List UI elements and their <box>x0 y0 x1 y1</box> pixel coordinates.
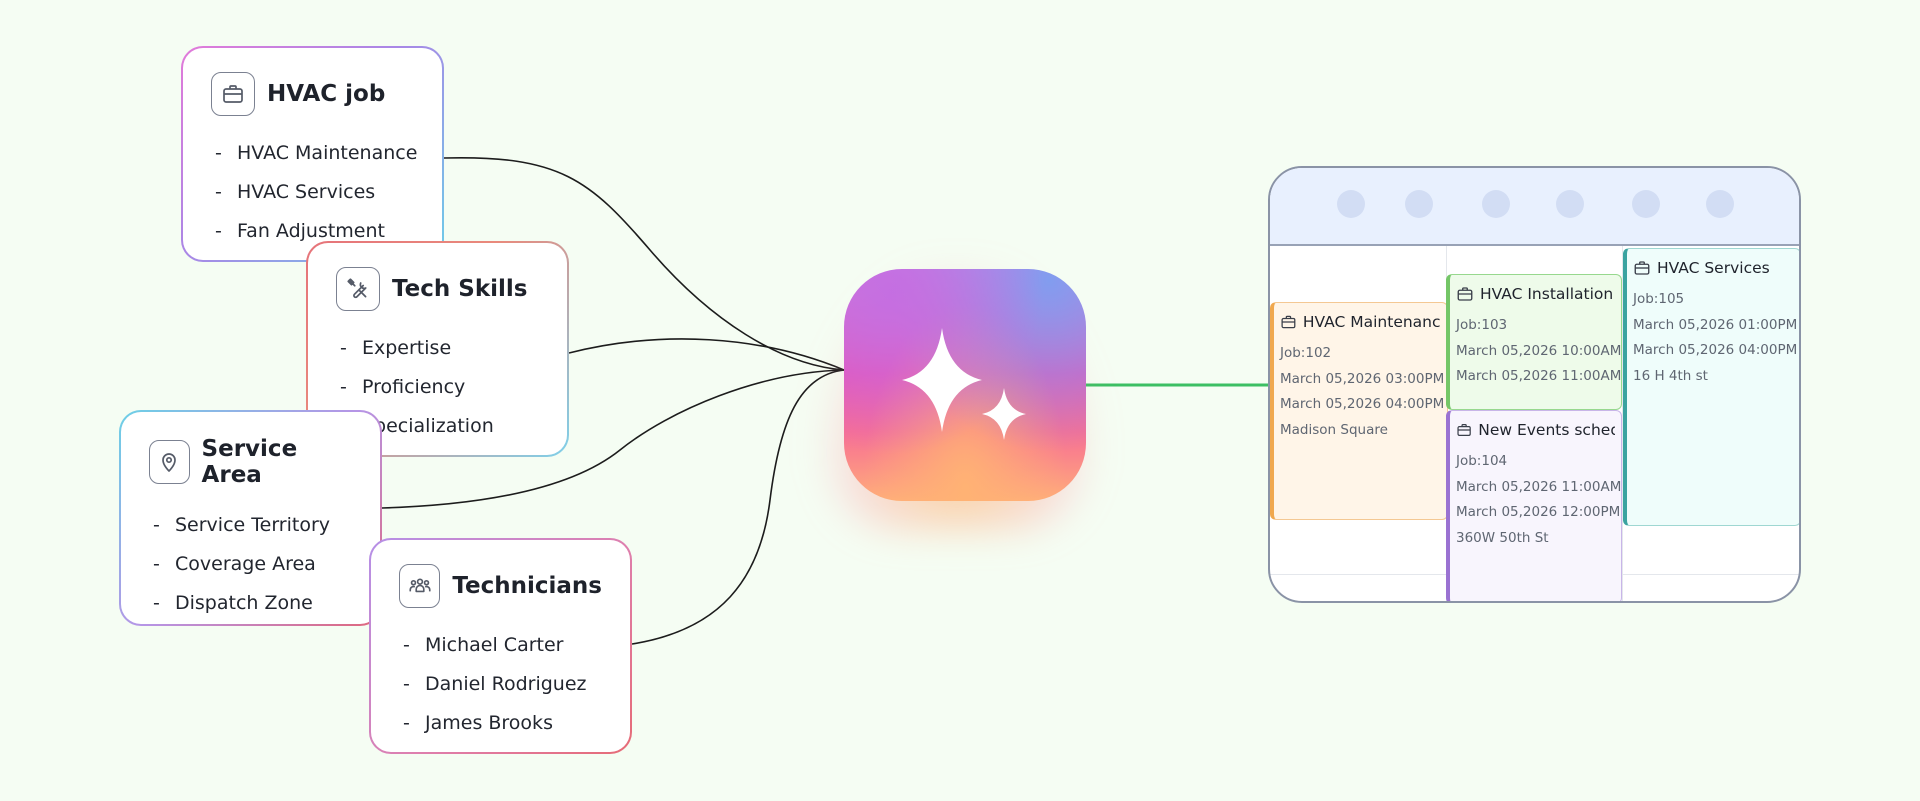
ai-hub[interactable] <box>844 269 1086 501</box>
connector-technicians <box>631 369 845 645</box>
card-header: HVAC job <box>211 72 414 116</box>
calendar-header <box>1270 168 1799 246</box>
briefcase-icon <box>211 72 255 116</box>
calendar-header-dot <box>1405 190 1433 218</box>
event-job-id: Job:102 <box>1280 345 1332 361</box>
event-job-id: Job:105 <box>1633 291 1685 307</box>
card-service-area[interactable]: Service Area Service Territory Coverage … <box>119 410 382 626</box>
sparkle-icon <box>902 328 1026 440</box>
event-header: HVAC Installation <box>1456 285 1615 303</box>
calendar-header-dot <box>1706 190 1734 218</box>
list-item: HVAC Maintenance <box>211 134 417 173</box>
calendar-event-hvac-maintenance[interactable]: HVAC Maintenance Job:102 March 05,2026 0… <box>1270 302 1448 520</box>
card-header: Tech Skills <box>336 267 539 311</box>
event-title: HVAC Installation <box>1480 285 1614 303</box>
briefcase-icon <box>1281 315 1296 329</box>
event-end-time: March 05,2026 04:00PM <box>1633 342 1798 358</box>
event-header: HVAC Services <box>1633 259 1794 277</box>
event-job-id: Job:104 <box>1456 453 1508 469</box>
tools-icon <box>336 267 380 311</box>
connector-hvac-job <box>443 156 845 371</box>
card-hvac-job[interactable]: HVAC job HVAC Maintenance HVAC Services … <box>181 46 444 262</box>
calendar-view[interactable]: HVAC Maintenance Job:102 March 05,2026 0… <box>1268 166 1801 603</box>
list-item: Proficiency <box>336 368 539 407</box>
event-location: 16 H 4th st <box>1633 367 1708 384</box>
event-start-time: March 05,2026 01:00PM <box>1633 316 1798 333</box>
people-icon <box>399 564 441 608</box>
event-job-id: Job:103 <box>1456 317 1508 333</box>
card-list: Service Territory Coverage Area Dispatch… <box>149 506 352 623</box>
card-list: Expertise Proficiency Specialization <box>336 329 539 446</box>
calendar-event-hvac-installation[interactable]: HVAC Installation Job:103 March 05,2026 … <box>1446 274 1622 410</box>
briefcase-icon <box>1457 287 1473 301</box>
calendar-header-dot <box>1482 190 1510 218</box>
card-list: HVAC Maintenance HVAC Services Fan Adjus… <box>211 134 417 251</box>
card-technicians[interactable]: Technicians Michael Carter Daniel Rodrig… <box>369 538 632 754</box>
list-item: Specialization <box>336 407 539 446</box>
card-header: Service Area <box>149 436 352 488</box>
card-title: Technicians <box>452 573 602 599</box>
list-item: Expertise <box>336 329 539 368</box>
calendar-header-dot <box>1556 190 1584 218</box>
calendar-header-dot <box>1632 190 1660 218</box>
card-header: Technicians <box>399 564 602 608</box>
event-end-time: March 05,2026 04:00PM <box>1280 396 1445 412</box>
card-tech-skills[interactable]: Tech Skills Expertise Proficiency Specia… <box>306 241 569 457</box>
event-start-time: March 05,2026 03:00PM <box>1280 370 1445 387</box>
list-item: Fan Adjustment <box>211 212 414 251</box>
calendar-event-hvac-services[interactable]: HVAC Services Job:105 March 05,2026 01:0… <box>1623 248 1799 526</box>
card-list: Michael Carter Daniel Rodriguez James Br… <box>399 626 602 743</box>
list-item: Service Territory <box>149 506 352 545</box>
list-item: Dispatch Zone <box>149 584 352 623</box>
card-title: HVAC job <box>267 81 386 107</box>
calendar-gridline <box>1622 246 1623 601</box>
map-pin-icon <box>149 440 190 484</box>
list-item: Michael Carter <box>399 626 602 665</box>
event-title: HVAC Maintenance <box>1302 313 1441 331</box>
event-title: HVAC Services <box>1657 259 1770 277</box>
event-header: New Events sched.. <box>1456 421 1615 439</box>
event-location: Madison Square <box>1280 421 1388 438</box>
card-title: Service Area <box>201 436 298 488</box>
card-title: Tech Skills <box>392 276 528 302</box>
connector-service-area <box>381 369 845 509</box>
list-item: James Brooks <box>399 704 602 743</box>
briefcase-icon <box>1457 423 1471 437</box>
event-start-time: March 05,2026 10:00AM <box>1456 342 1622 359</box>
list-item: Daniel Rodriguez <box>399 665 602 704</box>
calendar-event-new-events[interactable]: New Events sched.. Job:104 March 05,2026… <box>1446 410 1622 601</box>
briefcase-icon <box>1634 261 1650 275</box>
calendar-header-dot <box>1337 190 1365 218</box>
event-location: 360W 50th St <box>1456 529 1549 546</box>
event-end-time: March 05,2026 12:00PM <box>1456 504 1621 520</box>
connector-tech-skills <box>568 338 845 371</box>
event-start-time: March 05,2026 11:00AM <box>1456 478 1622 495</box>
event-end-time: March 05,2026 11:00AM <box>1456 368 1622 384</box>
event-header: HVAC Maintenance <box>1280 313 1441 331</box>
list-item: HVAC Services <box>211 173 414 212</box>
event-title: New Events sched.. <box>1478 421 1615 439</box>
list-item: Coverage Area <box>149 545 352 584</box>
